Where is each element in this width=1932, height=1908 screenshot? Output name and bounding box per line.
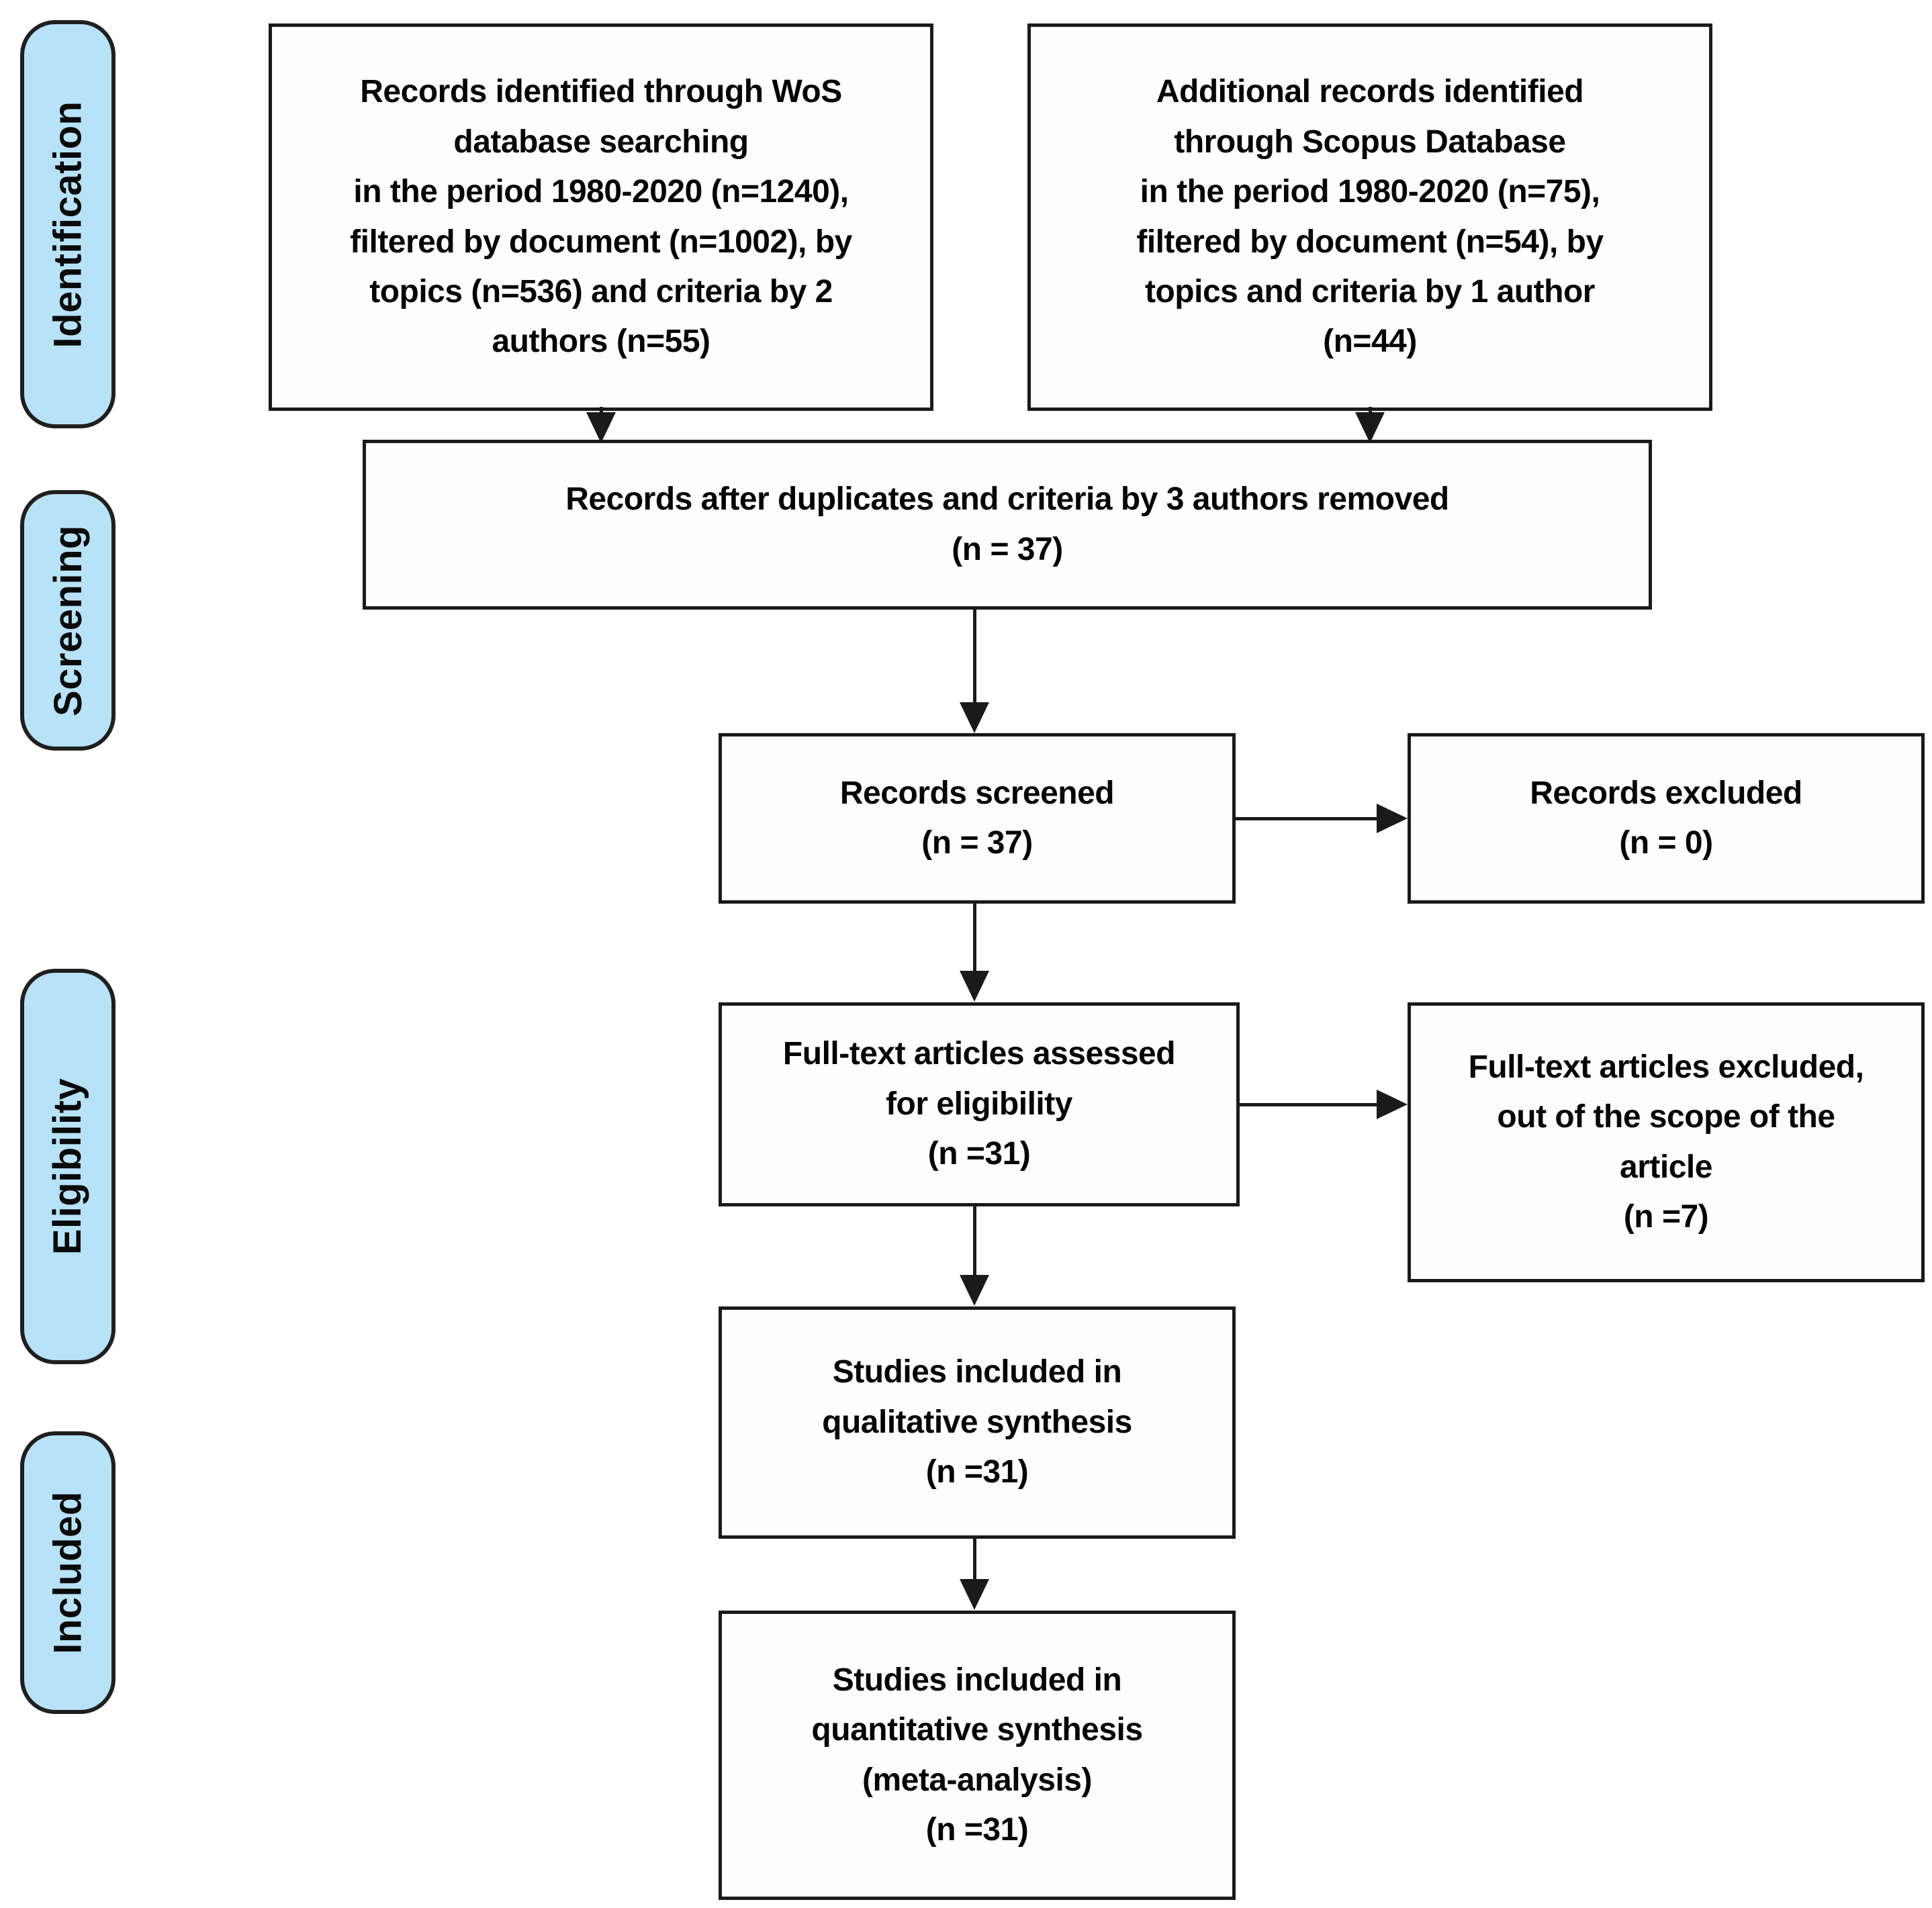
- box-records-screened: Records screened (n = 37): [719, 733, 1236, 904]
- stage-label-identification-text: Identification: [46, 101, 90, 348]
- box-fulltext-excluded: Full-text articles excluded, out of the …: [1408, 1002, 1925, 1282]
- box-records-after-duplicates-removed: Records after duplicates and criteria by…: [363, 440, 1652, 610]
- box-fulltext-assessed: Full-text articles assessed for eligibil…: [719, 1002, 1240, 1206]
- arrowhead-down-icon: [960, 702, 989, 733]
- arrow-line: [973, 1539, 976, 1580]
- stage-label-included: Included: [20, 1431, 116, 1714]
- arrow-line: [1236, 817, 1378, 820]
- box-records-identified-wos: Records identified through WoS database …: [269, 23, 933, 411]
- arrowhead-right-icon: [1377, 1090, 1408, 1119]
- stage-label-included-text: Included: [46, 1491, 90, 1654]
- stage-label-screening-text: Screening: [46, 524, 90, 716]
- box-qualitative-synthesis: Studies included in qualitative synthesi…: [719, 1306, 1236, 1539]
- arrow-line: [600, 407, 603, 416]
- arrowhead-down-icon: [960, 971, 989, 1002]
- arrowhead-right-icon: [1377, 804, 1408, 833]
- stage-label-screening: Screening: [20, 490, 116, 751]
- arrowhead-down-icon: [960, 1579, 989, 1610]
- stage-label-eligibility: Eligibility: [20, 969, 116, 1364]
- stage-label-eligibility-text: Eligibility: [46, 1078, 90, 1255]
- stage-label-identification: Identification: [20, 20, 116, 428]
- arrowhead-down-icon: [1355, 412, 1385, 443]
- box-additional-records-scopus: Additional records identified through Sc…: [1027, 23, 1712, 411]
- arrow-line: [1369, 407, 1372, 416]
- box-records-excluded: Records excluded (n = 0): [1408, 733, 1925, 904]
- arrowhead-down-icon: [960, 1275, 989, 1306]
- arrow-line: [1240, 1103, 1378, 1106]
- arrowhead-down-icon: [586, 412, 616, 443]
- arrow-line: [973, 610, 976, 704]
- box-quantitative-synthesis: Studies included in quantitative synthes…: [719, 1611, 1236, 1900]
- arrow-line: [973, 1206, 976, 1276]
- arrow-line: [973, 904, 976, 972]
